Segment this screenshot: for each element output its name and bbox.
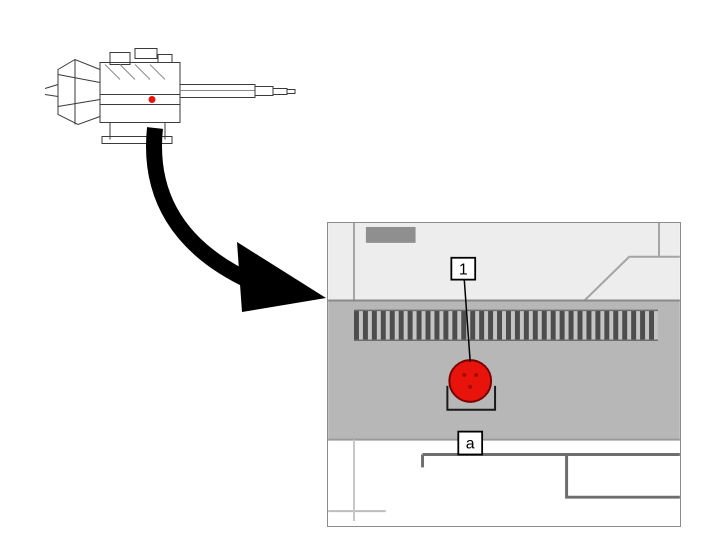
machine-cross-section xyxy=(44,48,296,144)
callout-1-leader-line xyxy=(463,279,471,363)
callout-a-box xyxy=(457,430,484,456)
upper-panel-tab xyxy=(365,226,416,243)
callout-1-box xyxy=(450,256,477,281)
detail-view: 1 a xyxy=(327,222,681,527)
zoom-arrow-body xyxy=(146,127,256,290)
housing-band xyxy=(328,299,680,441)
vent-grille xyxy=(353,310,658,341)
highlight-dot xyxy=(148,96,156,103)
callout-1-label: 1 xyxy=(459,262,468,279)
detail-drawing: 1 a xyxy=(328,223,680,522)
overview-drawing xyxy=(44,48,296,144)
callout-a: a xyxy=(457,430,484,456)
zoom-arrow-icon xyxy=(146,127,326,312)
red-button xyxy=(448,359,493,403)
upper-panel xyxy=(328,223,680,302)
zoom-arrow-head xyxy=(237,242,326,312)
callout-a-label: a xyxy=(466,436,475,453)
callout-1: 1 xyxy=(450,256,477,363)
lower-panel-edges xyxy=(328,439,680,522)
bracket-a xyxy=(446,385,497,411)
